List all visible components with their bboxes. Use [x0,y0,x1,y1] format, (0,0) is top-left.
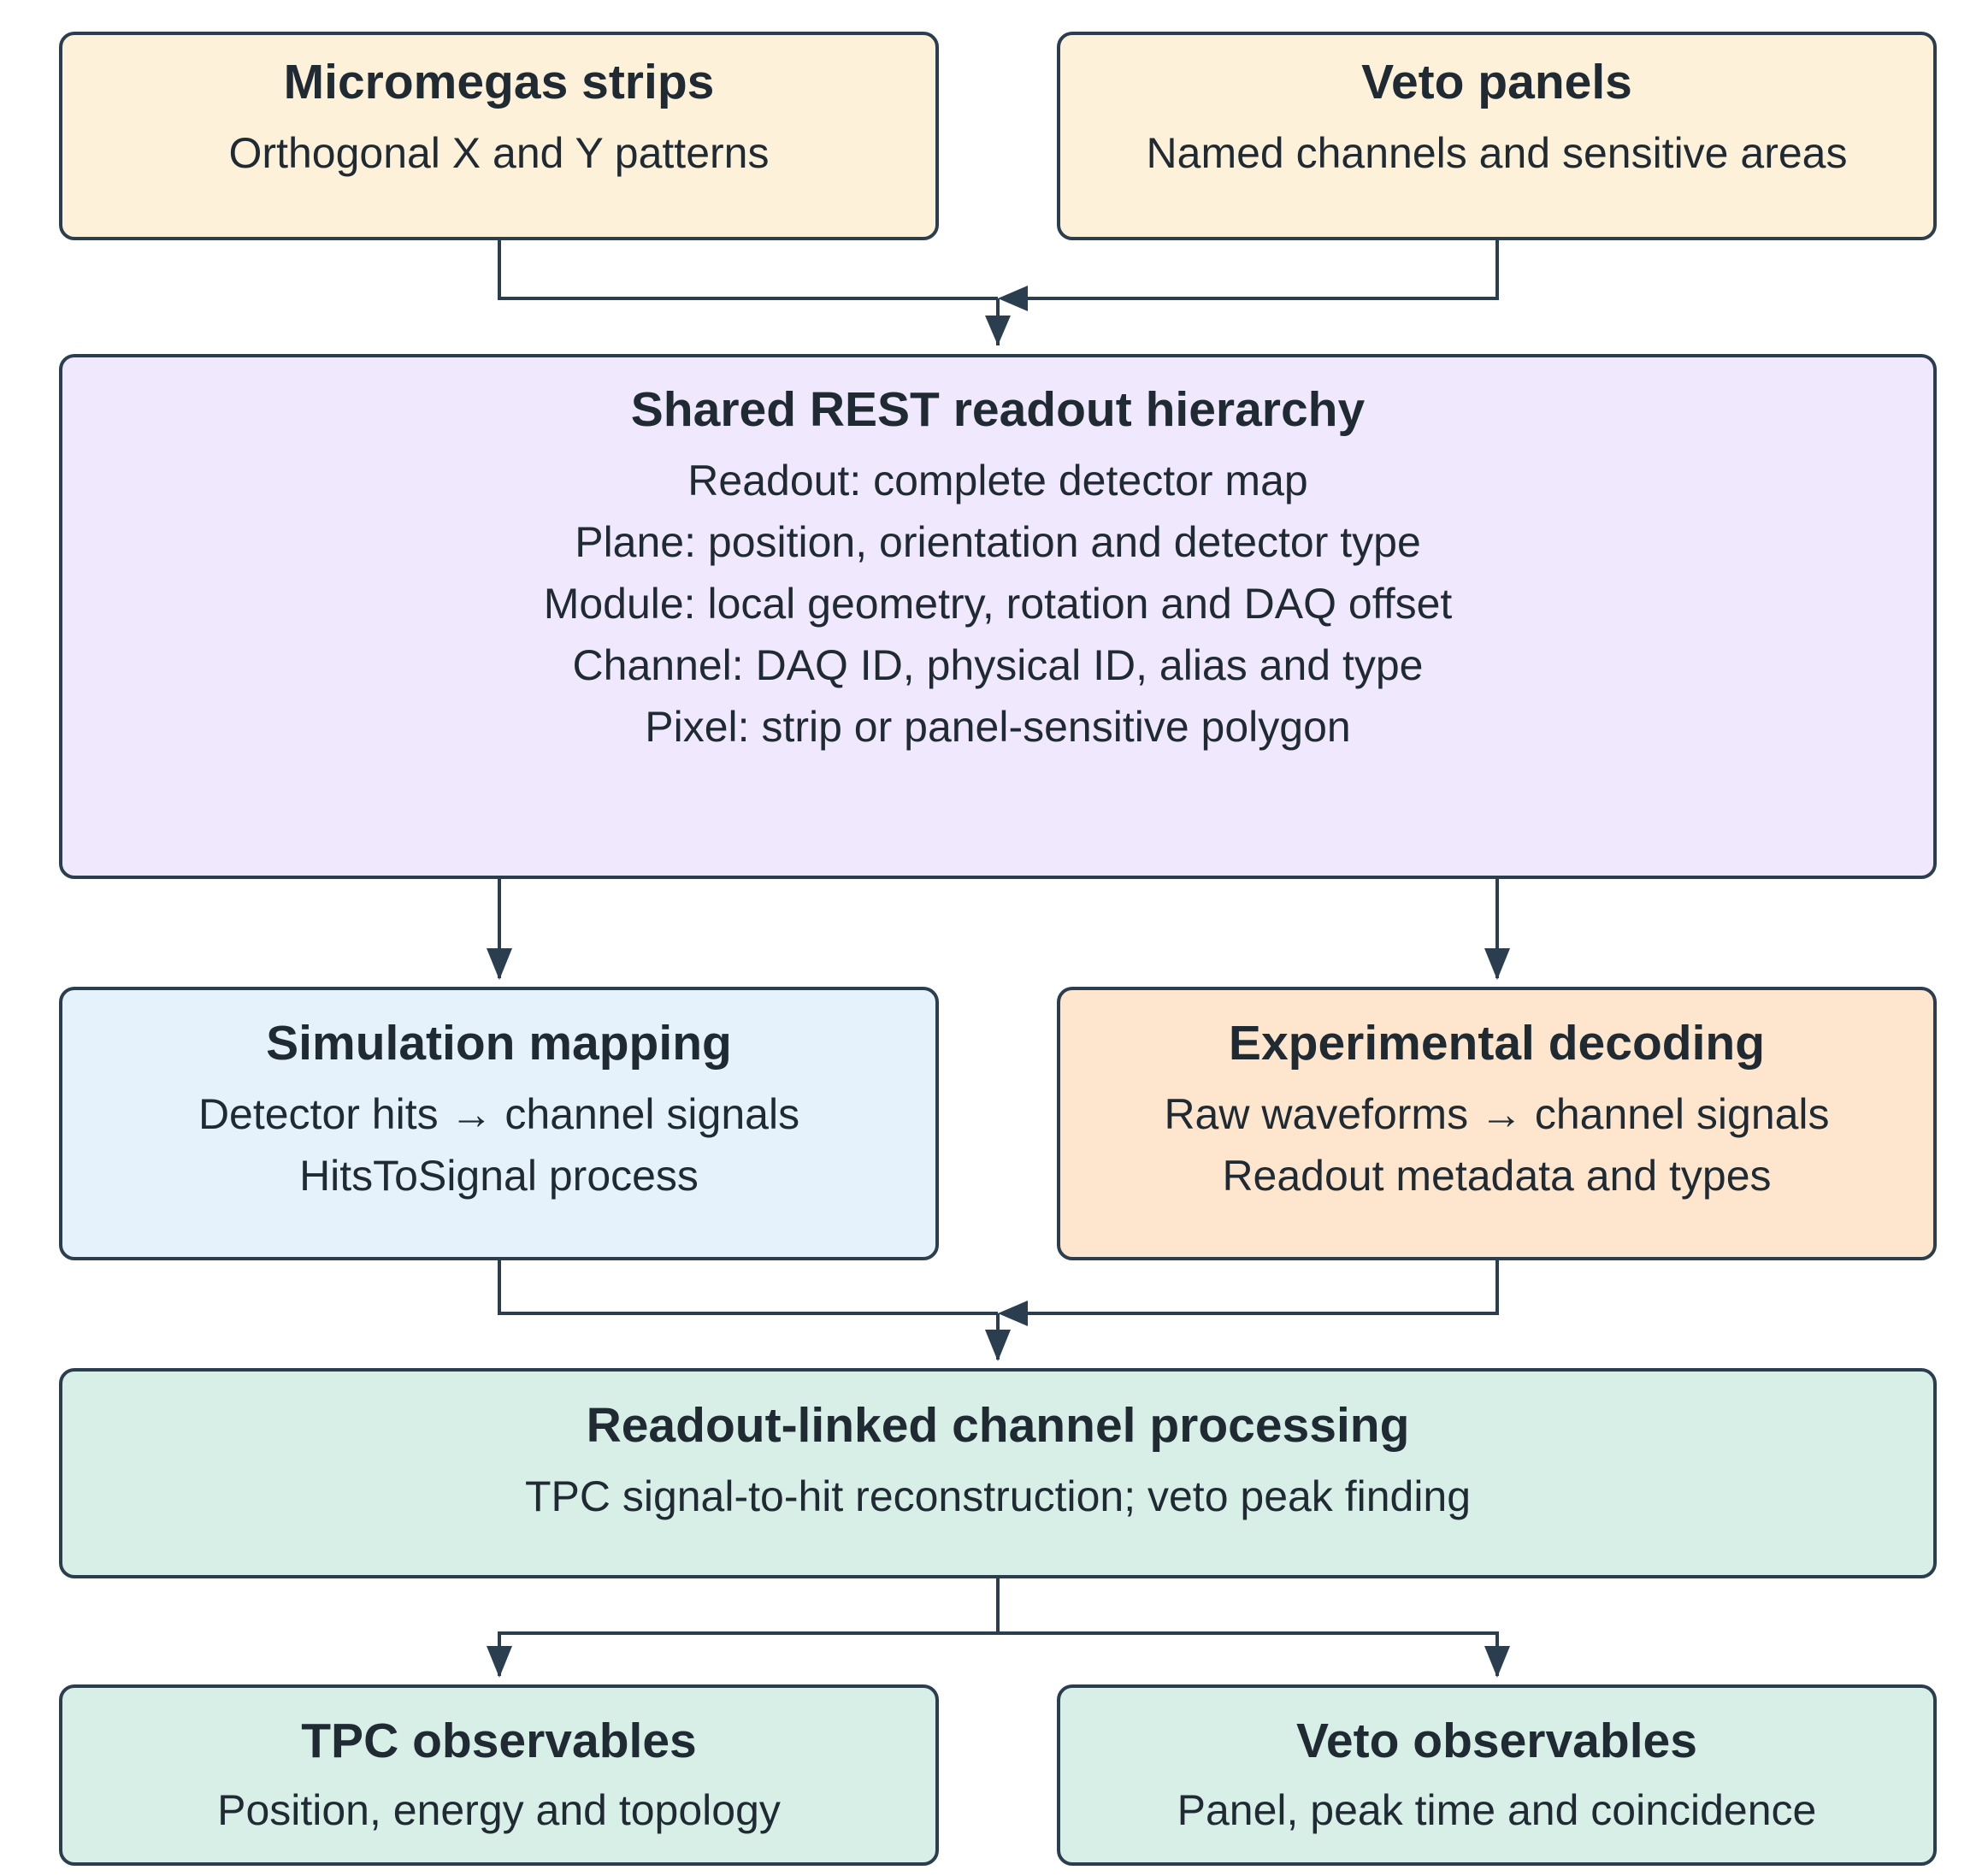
node-line: HitsToSignal process [299,1152,699,1200]
node-line: Named channels and sensitive areas [1146,129,1848,177]
node-title: Veto panels [1361,55,1632,109]
edge-simulation-to-processing [498,1260,998,1315]
node-title: Micromegas strips [283,55,715,109]
tpc-observables-node: TPC observables Position, energy and top… [59,1684,939,1866]
node-title: Experimental decoding [1228,1016,1766,1071]
hierarchy-line-channel: Channel: DAQ ID, physical ID, alias and … [572,641,1424,689]
edge-processing-to-veto [998,1631,1499,1676]
node-title: TPC observables [301,1714,697,1768]
node-line: Panel, peak time and coincidence [1177,1786,1817,1834]
hierarchy-line-module: Module: local geometry, rotation and DAQ… [543,580,1453,628]
veto-observables-node: Veto observables Panel, peak time and co… [1057,1684,1937,1866]
hierarchy-line-pixel: Pixel: strip or panel-sensitive polygon [645,703,1351,751]
node-line: Orthogonal X and Y patterns [228,129,770,177]
arrowhead-into-processing [985,1330,1011,1361]
arrowhead-into-simulation [487,948,512,980]
arrowhead-merge-inputs [998,286,1028,311]
veto-panels-node: Veto panels Named channels and sensitive… [1057,32,1937,240]
arrowhead-into-experimental [1484,948,1510,980]
node-title: Veto observables [1296,1714,1697,1768]
hierarchy-line-plane: Plane: position, orientation and detecto… [575,518,1421,566]
micromegas-strips-node: Micromegas strips Orthogonal X and Y pat… [59,32,939,240]
edge-experimental-to-processing [1002,1260,1499,1315]
hierarchy-line-readout: Readout: complete detector map [687,457,1308,504]
node-line: Position, energy and topology [217,1786,781,1834]
edge-veto-panels-to-hierarchy [1002,240,1499,300]
arrowhead-into-hierarchy [985,316,1011,345]
channel-processing-node: Readout-linked channel processing TPC si… [59,1368,1937,1578]
edge-micromegas-to-hierarchy [498,240,998,300]
node-title: Shared REST readout hierarchy [630,382,1366,437]
arrowhead-into-tpc-observables [487,1646,512,1678]
node-line: Readout metadata and types [1222,1152,1772,1200]
arrowhead-into-veto-observables [1484,1646,1510,1678]
arrowhead-merge-signals [998,1301,1028,1326]
node-line: Raw waveforms → channel signals [1164,1090,1830,1138]
node-line: Detector hits → channel signals [198,1090,800,1138]
readout-hierarchy-node: Shared REST readout hierarchy Readout: c… [59,354,1937,879]
edge-processing-to-tpc [498,1578,1000,1676]
experimental-decoding-node: Experimental decoding Raw waveforms → ch… [1057,987,1937,1260]
simulation-mapping-node: Simulation mapping Detector hits → chann… [59,987,939,1260]
node-title: Simulation mapping [266,1016,732,1071]
node-title: Readout-linked channel processing [586,1398,1410,1453]
node-line: TPC signal-to-hit reconstruction; veto p… [524,1472,1472,1520]
